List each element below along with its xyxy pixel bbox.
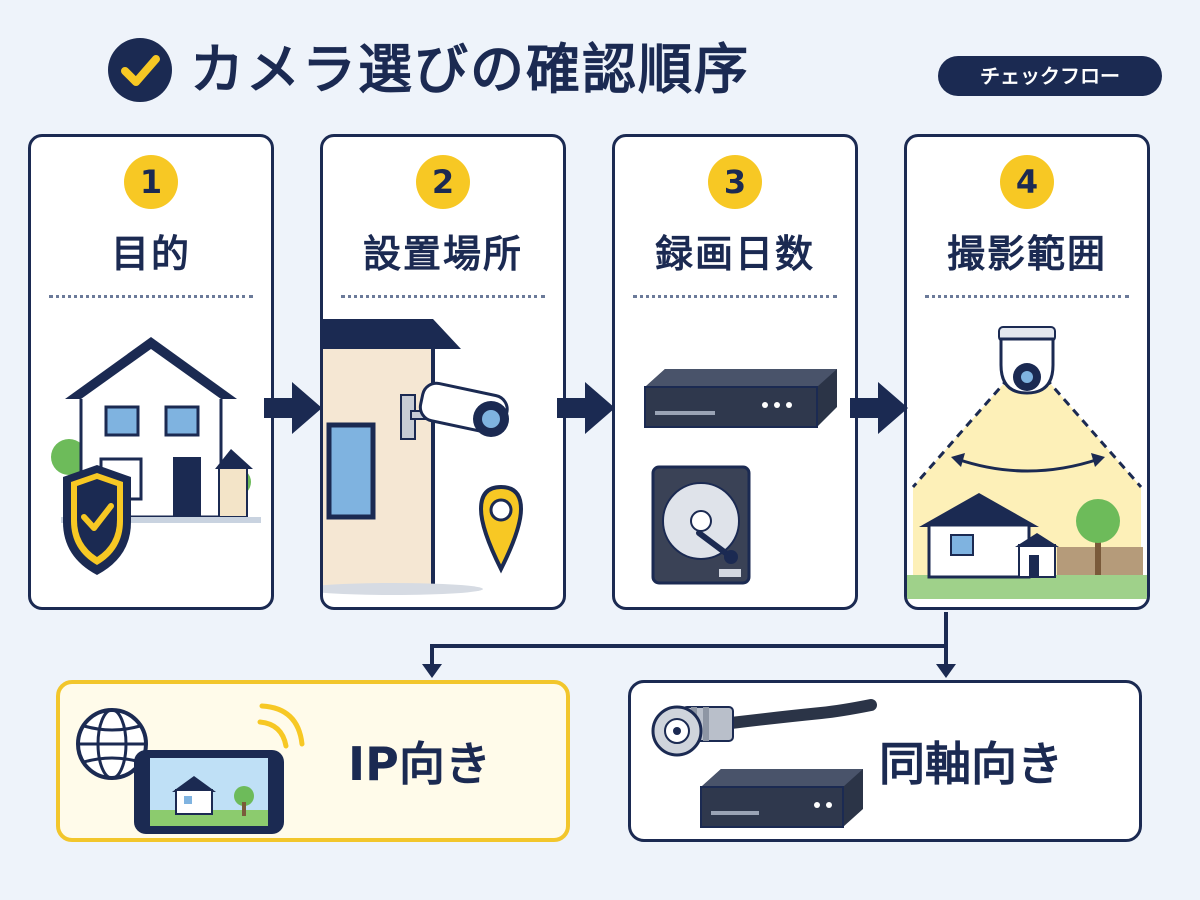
dome-camera-coverage-illustration [907, 326, 1147, 599]
step-card-purpose: 1 目的 [28, 134, 274, 610]
result-coax-card: 同軸向き [628, 680, 1142, 842]
result-ip-label: IP向き [348, 737, 491, 791]
arrow-right-icon [264, 382, 322, 434]
recorder-harddisk-illustration [644, 369, 837, 585]
check-flow-badge: チェックフロー [938, 56, 1162, 96]
step-number-badge: 4 [1000, 155, 1054, 209]
step-number-badge: 3 [708, 155, 762, 209]
dotted-divider [633, 295, 837, 298]
wall-camera-illustration [323, 319, 524, 595]
arrow-right-icon [557, 382, 615, 434]
step-number-badge: 2 [416, 155, 470, 209]
dotted-divider [49, 295, 253, 298]
step-label: 設置場所 [362, 232, 523, 276]
check-badge-icon [108, 38, 172, 102]
step-number-badge: 1 [124, 155, 178, 209]
step-label: 目的 [110, 232, 191, 276]
arrow-right-icon [850, 382, 908, 434]
result-ip-card: IP向き [56, 680, 570, 842]
house-security-illustration [51, 337, 261, 575]
step-label: 撮影範囲 [946, 232, 1107, 276]
page-title: カメラ選びの確認順序 [190, 38, 750, 101]
coax-cable-recorder-illustration [651, 699, 877, 828]
step-label: 録画日数 [654, 232, 815, 276]
result-coax-label: 同軸向き [879, 737, 1063, 791]
step-card-location: 2 設置場所 [320, 134, 566, 610]
network-smartphone-illustration [76, 703, 305, 834]
step-card-recording-days: 3 録画日数 [612, 134, 858, 610]
step-card-coverage: 4 撮影範囲 [904, 134, 1150, 610]
dotted-divider [925, 295, 1129, 298]
header: カメラ選びの確認順序 チェックフロー [0, 0, 1200, 130]
dotted-divider [341, 295, 545, 298]
